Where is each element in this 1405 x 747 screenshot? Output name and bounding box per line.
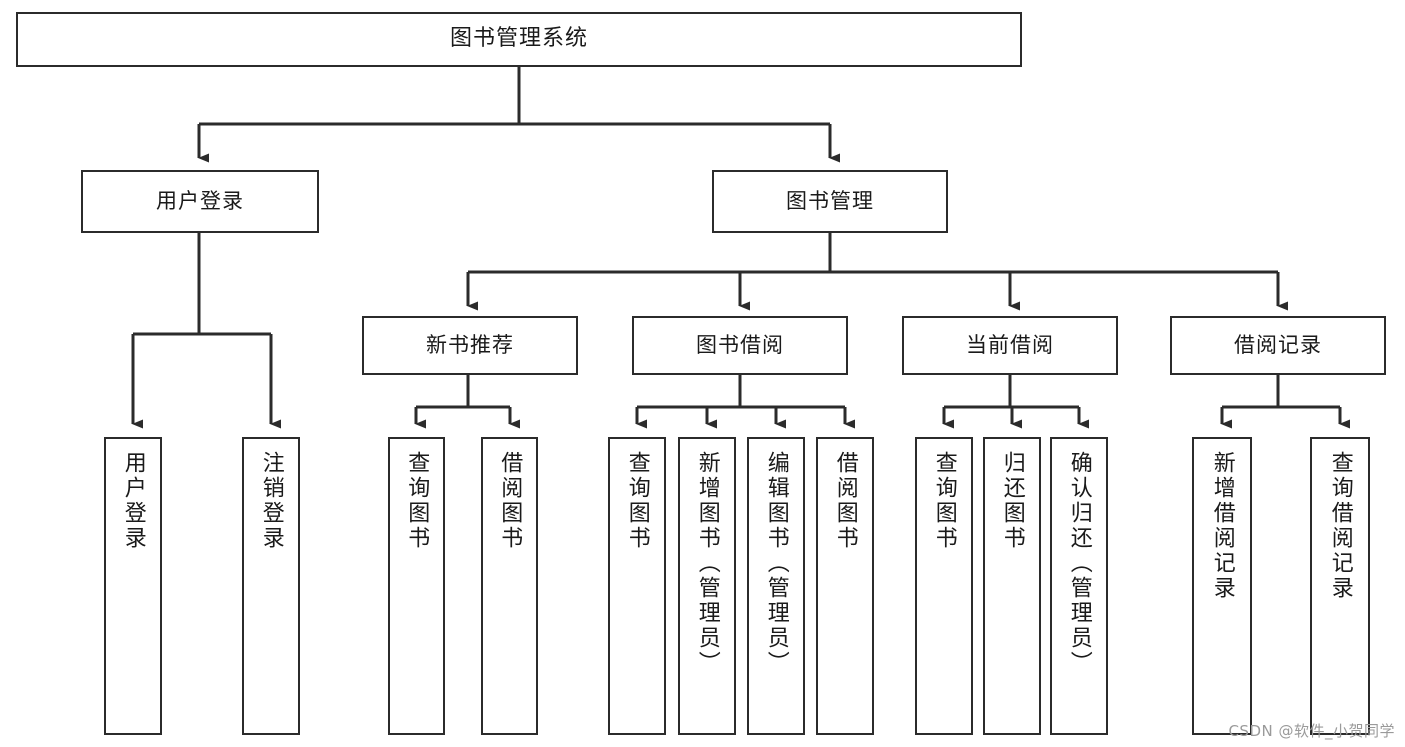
node-leaf-query-record-label: 查询借阅记录	[1327, 451, 1353, 601]
node-new-book-recommend-label: 新书推荐	[426, 332, 514, 357]
node-leaf-borrow-book-1[interactable]: 借阅图书	[481, 437, 538, 735]
node-leaf-query-book-2[interactable]: 查询图书	[608, 437, 666, 735]
node-leaf-query-record[interactable]: 查询借阅记录	[1310, 437, 1370, 735]
node-leaf-borrow-book-2-label: 借阅图书	[832, 451, 858, 551]
node-leaf-query-book-1-label: 查询图书	[404, 451, 430, 551]
node-root[interactable]: 图书管理系统	[16, 12, 1022, 67]
node-user-login-label: 用户登录	[156, 188, 244, 213]
node-book-borrow-label: 图书借阅	[696, 332, 784, 357]
node-new-book-recommend[interactable]: 新书推荐	[362, 316, 578, 375]
node-leaf-add-book[interactable]: 新增图书（管理员）	[678, 437, 736, 735]
node-book-manage-label: 图书管理	[786, 188, 874, 213]
node-leaf-logout-label: 注销登录	[258, 451, 284, 551]
node-leaf-logout[interactable]: 注销登录	[242, 437, 300, 735]
node-leaf-edit-book[interactable]: 编辑图书（管理员）	[747, 437, 805, 735]
node-leaf-user-login[interactable]: 用户登录	[104, 437, 162, 735]
node-borrow-record[interactable]: 借阅记录	[1170, 316, 1386, 375]
node-leaf-query-book-1[interactable]: 查询图书	[388, 437, 445, 735]
node-current-borrow-label: 当前借阅	[966, 332, 1054, 357]
node-user-login[interactable]: 用户登录	[81, 170, 319, 233]
node-current-borrow[interactable]: 当前借阅	[902, 316, 1118, 375]
node-leaf-confirm-return-label: 确认归还（管理员）	[1066, 451, 1092, 676]
node-leaf-confirm-return[interactable]: 确认归还（管理员）	[1050, 437, 1108, 735]
node-leaf-borrow-book-1-label: 借阅图书	[497, 451, 523, 551]
node-leaf-user-login-label: 用户登录	[120, 451, 146, 551]
node-leaf-query-book-3-label: 查询图书	[931, 451, 957, 551]
node-leaf-query-book-2-label: 查询图书	[624, 451, 650, 551]
node-root-label: 图书管理系统	[449, 26, 588, 52]
node-book-borrow[interactable]: 图书借阅	[632, 316, 848, 375]
node-leaf-add-record-label: 新增借阅记录	[1209, 451, 1235, 601]
node-leaf-borrow-book-2[interactable]: 借阅图书	[816, 437, 874, 735]
node-leaf-return-book-label: 归还图书	[999, 451, 1025, 551]
node-book-manage[interactable]: 图书管理	[712, 170, 948, 233]
node-leaf-add-book-label: 新增图书（管理员）	[694, 451, 720, 676]
node-leaf-query-book-3[interactable]: 查询图书	[915, 437, 973, 735]
node-leaf-return-book[interactable]: 归还图书	[983, 437, 1041, 735]
node-leaf-add-record[interactable]: 新增借阅记录	[1192, 437, 1252, 735]
node-leaf-edit-book-label: 编辑图书（管理员）	[763, 451, 789, 676]
node-borrow-record-label: 借阅记录	[1234, 332, 1322, 357]
